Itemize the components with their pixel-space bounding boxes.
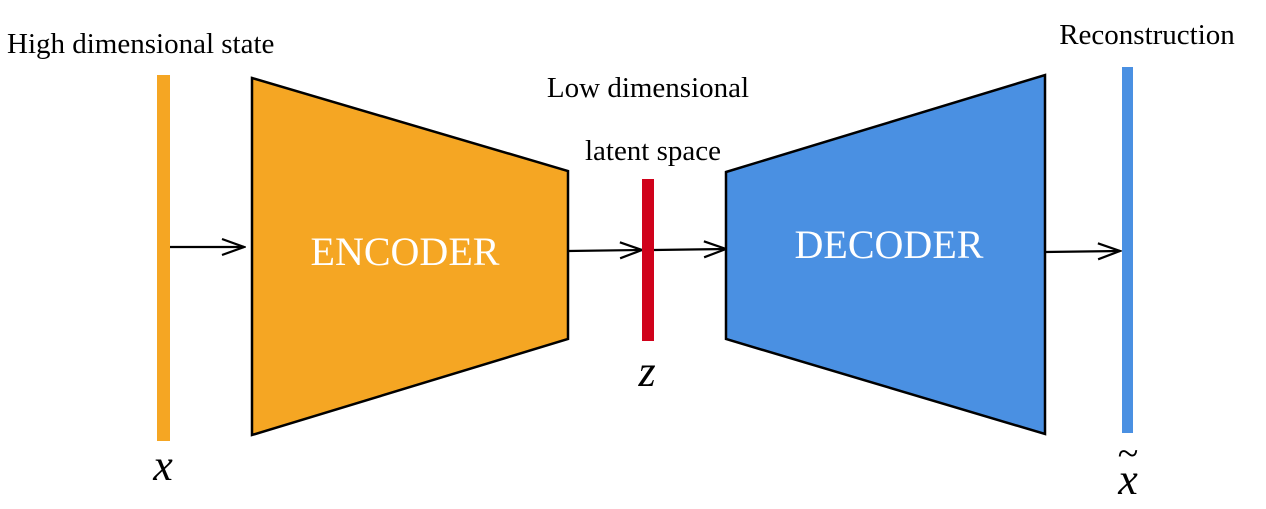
input-vector-bar xyxy=(157,75,170,441)
latent-to-decoder-arrow xyxy=(653,249,726,250)
output-variable-x: x xyxy=(1117,455,1138,504)
latent-title-line1: Low dimensional xyxy=(547,72,749,104)
encoder-block xyxy=(250,76,570,437)
latent-vector-bar xyxy=(642,179,654,341)
decoder-label: DECODER xyxy=(795,222,984,267)
latent-title-line2: latent space xyxy=(585,135,721,167)
encoder-to-latent-arrow xyxy=(567,250,642,251)
input-title: High dimensional state xyxy=(7,28,274,60)
latent-variable-z: z xyxy=(637,347,655,396)
encoder-label: ENCODER xyxy=(311,229,500,274)
output-variable-tilde: ~ xyxy=(1118,433,1139,475)
output-title: Reconstruction xyxy=(1059,19,1235,51)
decoder-to-output-arrow xyxy=(1044,251,1120,252)
output-vector-bar xyxy=(1122,67,1133,433)
decoder-block xyxy=(724,73,1047,436)
input-variable-x: x xyxy=(152,441,173,490)
